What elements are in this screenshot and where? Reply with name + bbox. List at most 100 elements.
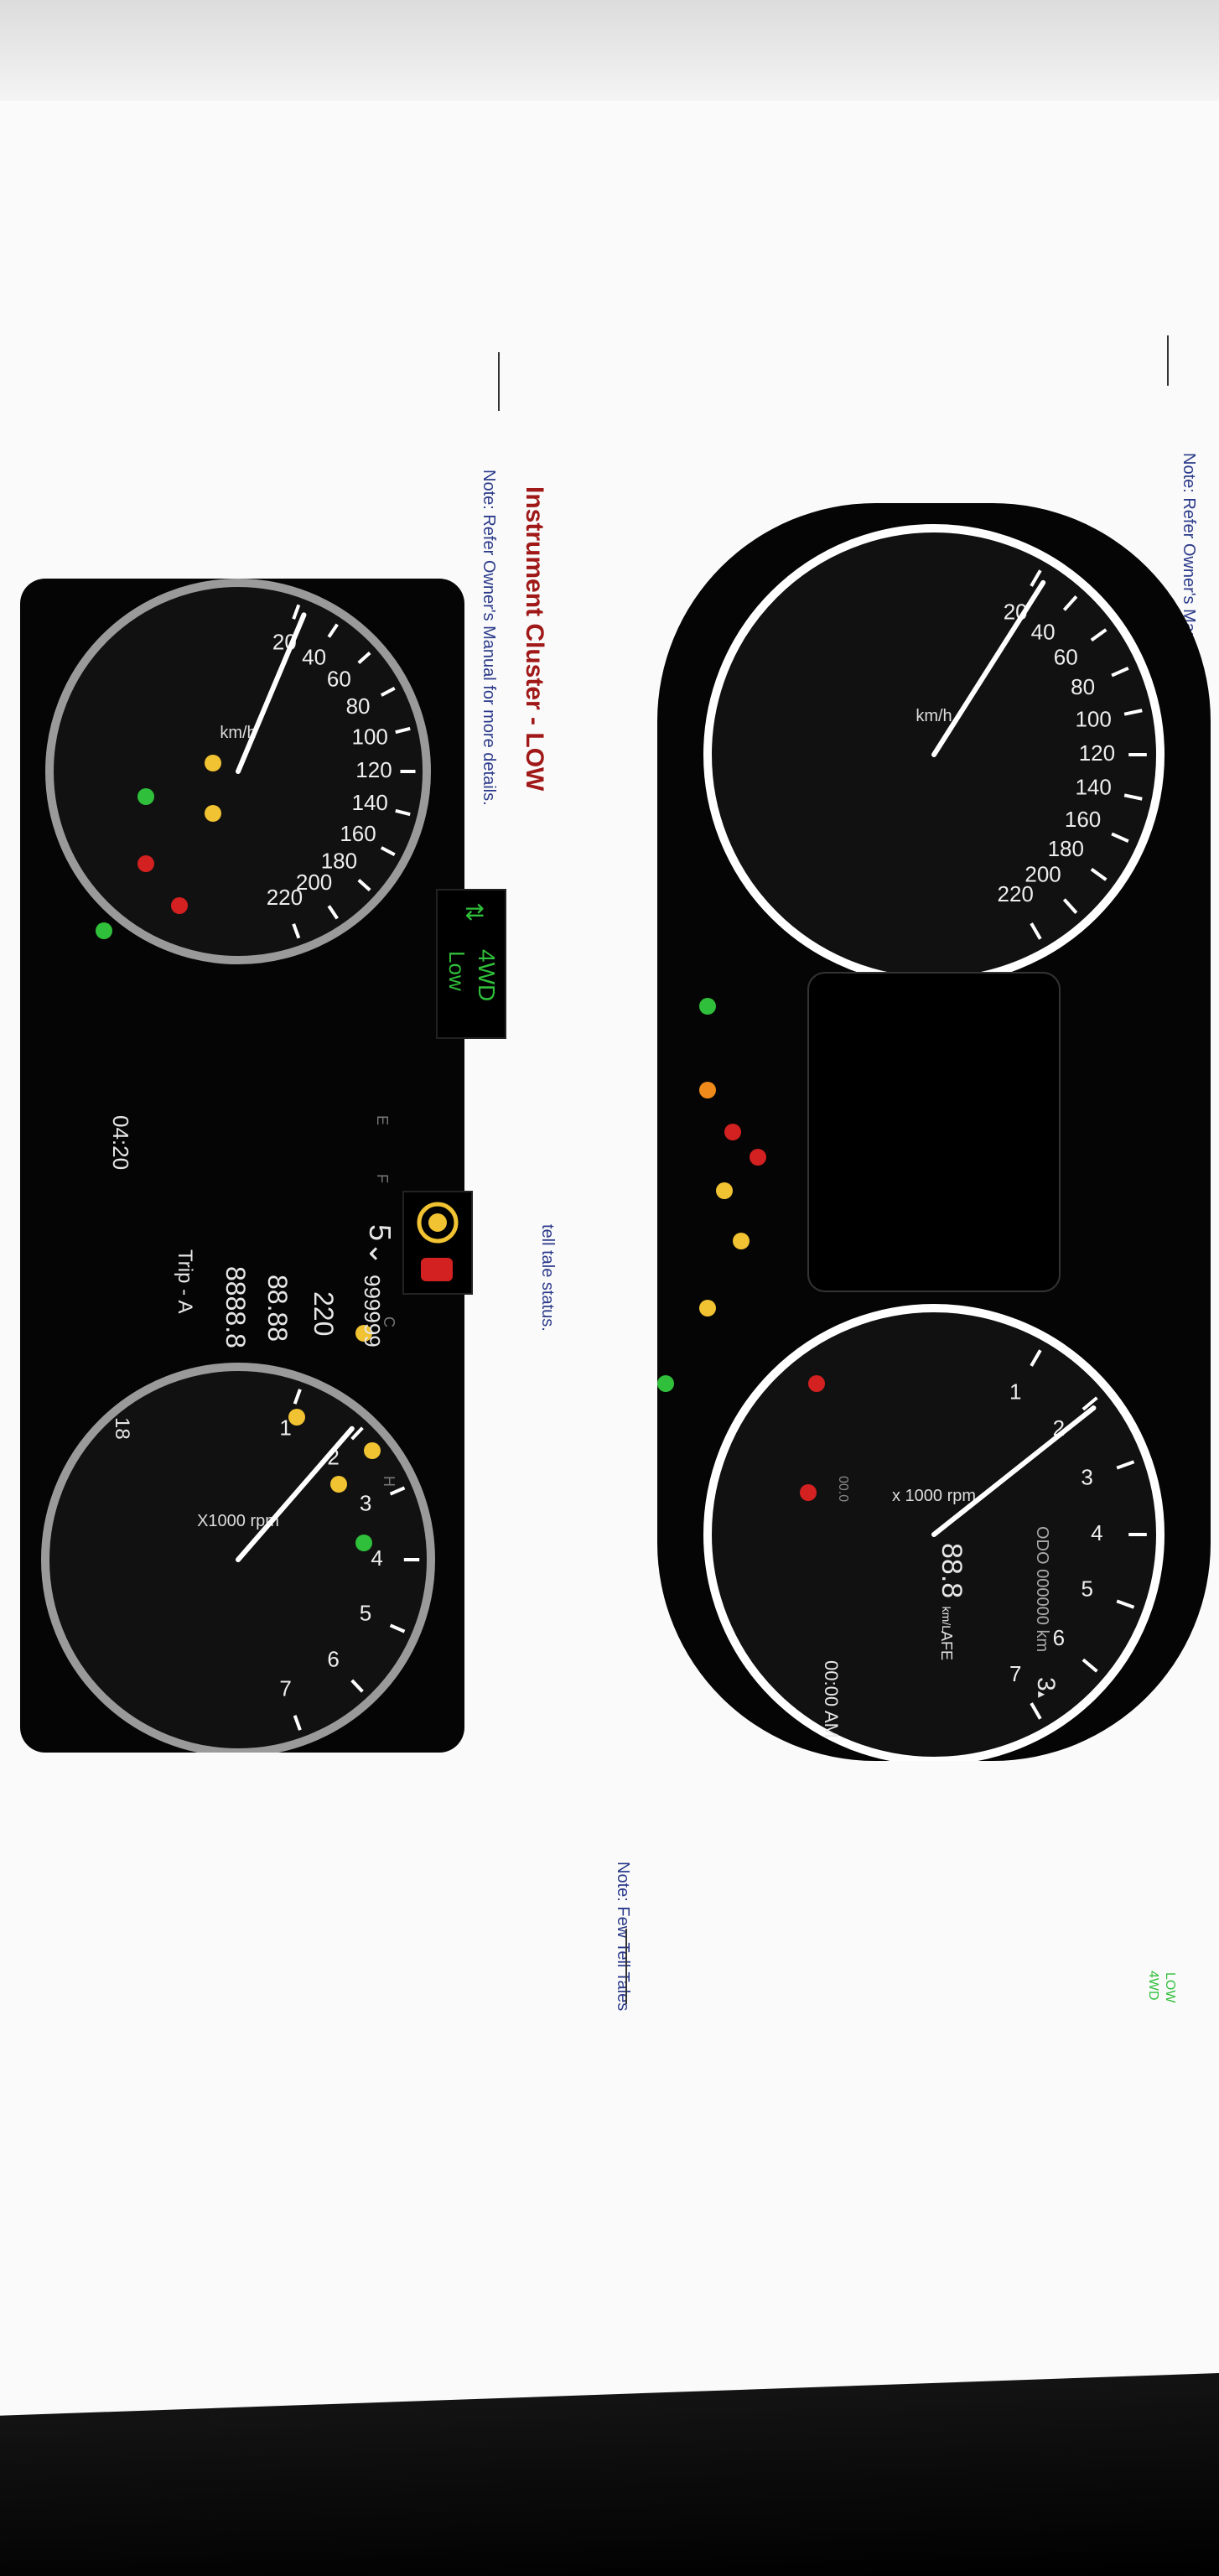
tacho-green-lamp: [355, 1535, 372, 1551]
tacho-low-tick-label: 5: [1081, 1576, 1092, 1601]
tacho-yellow-lamp-2: [364, 1442, 381, 1459]
speedo-high-tick-label: 200: [296, 870, 332, 895]
speedo-low-tick: [1111, 666, 1129, 678]
low-green-arrow-2: [699, 998, 716, 1015]
legend-box-epb: [402, 1191, 473, 1295]
crop-mark-1: [498, 352, 500, 411]
tacho-low-tick: [1030, 1702, 1042, 1720]
fuel-empty-label: E: [374, 1115, 391, 1126]
speedo-low-tick-label: 140: [1075, 774, 1111, 799]
tacho-high-tick: [293, 1715, 302, 1731]
low-yellow-lamp-3: [699, 1300, 716, 1317]
crop-mark-3: [1167, 335, 1169, 386]
speedo-low-tick: [1062, 595, 1078, 611]
tacho-low-tick: [1116, 1599, 1135, 1609]
speedo-high-tick-label: 220: [267, 885, 303, 910]
speedo-yellow-lamp-1: [205, 805, 221, 822]
tacho-low-tick-label: 7: [1009, 1661, 1021, 1686]
low-low-label: LOW: [1163, 1972, 1177, 2003]
speedo-green-lamp: [96, 922, 112, 939]
tacho-high-tick-label: 5: [360, 1600, 371, 1625]
odo-label: ODO: [1033, 1526, 1051, 1565]
speedo-low-tick-label: 160: [1065, 807, 1101, 832]
epb-warning-icon-core: [428, 1213, 447, 1232]
low-gear: 3▴: [1031, 1677, 1060, 1698]
speedo-high-tick-label: 80: [346, 693, 371, 719]
low-red-lamp-1: [724, 1124, 741, 1140]
speedo-high-tick: [357, 651, 371, 665]
speedo-high-tick: [395, 808, 411, 817]
speedo-high-tick: [380, 686, 396, 697]
odometer: 999999: [360, 1275, 385, 1348]
speedo-low-tick: [1123, 709, 1143, 716]
speedo-low-tick: [1030, 569, 1042, 587]
speedo-yellow-lamp-2: [205, 755, 221, 771]
low-4wd-label: 4WD: [1146, 1971, 1160, 2001]
legend-box-4wd: 4WD Low ⇅: [436, 889, 506, 1039]
temp-hot-label: H: [381, 1476, 397, 1487]
trip-value-1: 8888.8: [220, 1266, 251, 1348]
trip-label: Trip - A: [174, 1249, 196, 1314]
top-shadow-band: [0, 0, 1219, 101]
speedo-high-tick-label: 180: [321, 848, 357, 873]
speedo-high-tick: [327, 905, 339, 920]
speedo-high-tick: [292, 604, 301, 620]
low-yellow-lamp-1: [716, 1182, 733, 1199]
low-red-lamp-3: [808, 1375, 825, 1392]
speedo-low-tick-label: 180: [1048, 836, 1084, 861]
gear-shift-arrow: ⌄: [363, 1241, 397, 1267]
trip-value-3: 220: [309, 1291, 339, 1337]
low-yellow-lamp-2: [733, 1233, 750, 1249]
speedo-low-tick: [1030, 922, 1042, 940]
low-red-lamp-4: [800, 1484, 817, 1501]
speedo-high-tick-label: 140: [351, 790, 387, 815]
speedo-low-tick: [1062, 898, 1078, 914]
tacho-yellow-lamp-4: [355, 1325, 372, 1342]
legend-4wd-text: 4WD: [474, 949, 500, 1002]
tacho-low-unit: x 1000 rpm: [892, 1487, 976, 1505]
speedo-low-tick-label: 200: [1024, 861, 1061, 886]
4wd-arrows-icon: ⇅: [461, 902, 487, 922]
tacho-low-tick-label: 1: [1009, 1379, 1021, 1405]
low-red-lamp-2: [750, 1149, 766, 1166]
speedo-low-tick-label: 120: [1079, 740, 1115, 766]
speedo-low-tick-label: 80: [1071, 674, 1095, 699]
speedo-high-tick-label: 40: [302, 645, 326, 670]
speedo-high-unit: km/h: [220, 724, 256, 742]
crop-mark-2: [625, 1929, 627, 2004]
note-left-tail: tell tale status.: [538, 1224, 557, 1332]
speedo-high-needle: [236, 612, 307, 774]
clock-readout: 04:20: [108, 1115, 133, 1171]
odo-readout: ODO 000000 km: [1032, 1526, 1051, 1652]
tacho-high-tick: [389, 1486, 406, 1496]
low-orange-lamp: [699, 1082, 716, 1098]
fuel-full-label: F: [374, 1174, 391, 1183]
low-temp: 00.0: [836, 1476, 850, 1503]
tacho-low-tick: [1082, 1658, 1098, 1673]
tacho-low-tick-label: 3: [1081, 1464, 1092, 1489]
tacho-low-tick: [1116, 1460, 1135, 1470]
speedo-red-lamp-2: [137, 855, 154, 872]
tacho-high-tick-label: 3: [360, 1490, 371, 1515]
speedo-high-tick: [357, 878, 371, 892]
afe-label: AFE: [938, 1631, 955, 1661]
speedo-high-tick-label: 100: [351, 724, 387, 750]
gear-indicator: 5⌄: [362, 1224, 397, 1266]
tacho-high-unit: X1000 rpm: [197, 1512, 279, 1530]
low-green-arrow: [657, 1375, 674, 1392]
speedo-low-tick-label: 60: [1054, 645, 1078, 670]
tacho-high-tick-label: 6: [327, 1646, 339, 1671]
speedo-low-tick: [1090, 628, 1107, 642]
legend-low-text: Low: [444, 951, 469, 991]
epb-warning-icon: [417, 1202, 459, 1244]
temp-cold-label: C: [381, 1317, 397, 1327]
note-left: Note: Few Tell Tales: [613, 1862, 632, 2011]
speedo-high-tick-label: 160: [340, 821, 376, 846]
low-clock: 00:00 AM: [821, 1660, 842, 1738]
afe-unit: km/L: [940, 1606, 953, 1632]
tacho-high-tick-label: 4: [371, 1545, 382, 1571]
tacho-high-tick: [293, 1389, 302, 1405]
tacho-high-tick-label: 7: [279, 1675, 291, 1701]
